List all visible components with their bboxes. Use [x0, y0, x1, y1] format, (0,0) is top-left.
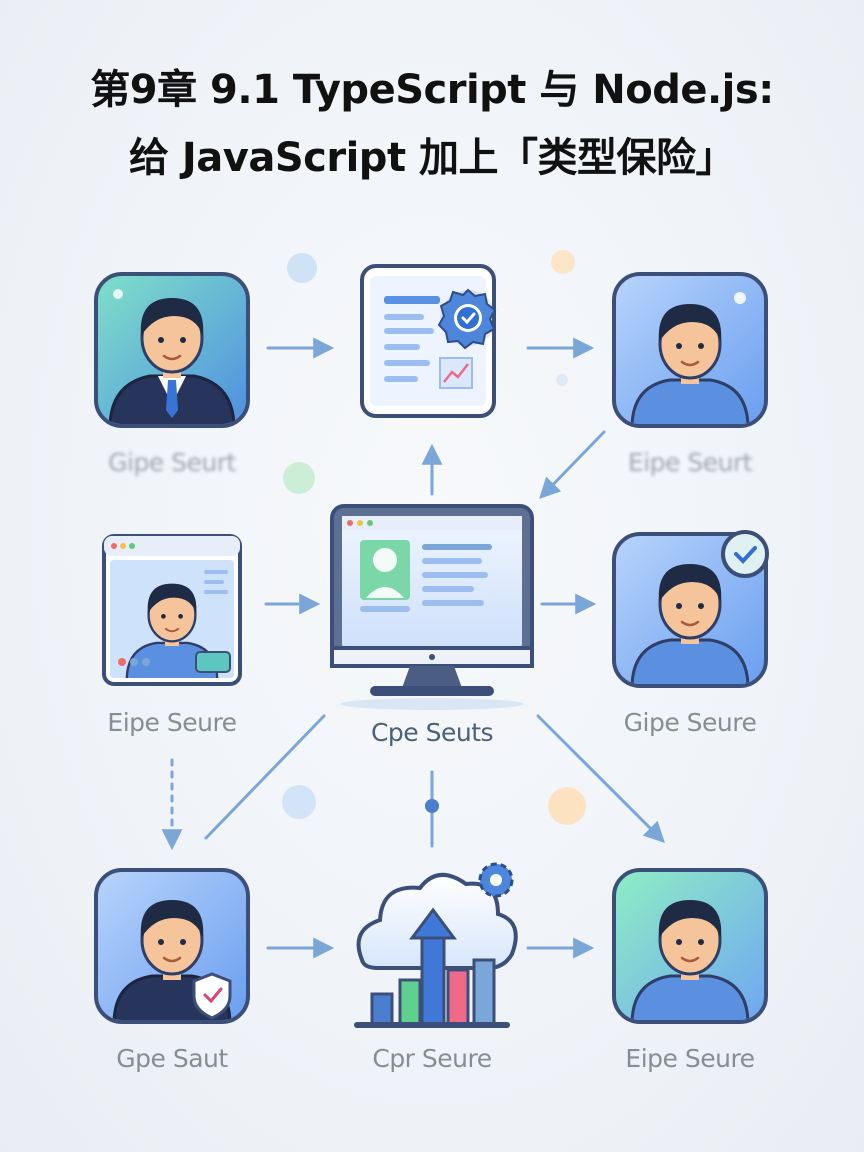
caption-top-left: Gipe Seurt — [108, 448, 236, 477]
caption-mid-right: Gipe Seure — [623, 708, 757, 737]
page-title: 第9章 9.1 TypeScript 与 Node.js: — [90, 67, 774, 113]
caption-top-right: Eipe Seurt — [627, 448, 753, 477]
document-check-icon — [360, 264, 497, 418]
caption-bottom-left: Gpe Saut — [116, 1044, 228, 1073]
mid-right-user-avatar — [612, 532, 768, 688]
caption-center: Cpe Seuts — [370, 718, 494, 747]
top-right-user-avatar — [612, 272, 768, 428]
caption-bottom-center: Cpr Seure — [372, 1044, 492, 1073]
cloud-chart-icon — [354, 862, 518, 1028]
check-badge-icon — [721, 530, 769, 578]
caption-bottom-right: Eipe Seure — [625, 1044, 755, 1073]
caption-mid-left: Eipe Seure — [107, 708, 237, 737]
shield-check-icon — [192, 972, 232, 1020]
monitor-icon — [330, 504, 534, 710]
connector-arrows — [161, 337, 665, 959]
page-subtitle: 给 JavaScript 加上「类型保险」 — [128, 135, 736, 181]
bottom-right-user-avatar — [612, 868, 768, 1024]
top-left-user-avatar — [94, 272, 250, 428]
video-call-icon — [102, 534, 242, 686]
